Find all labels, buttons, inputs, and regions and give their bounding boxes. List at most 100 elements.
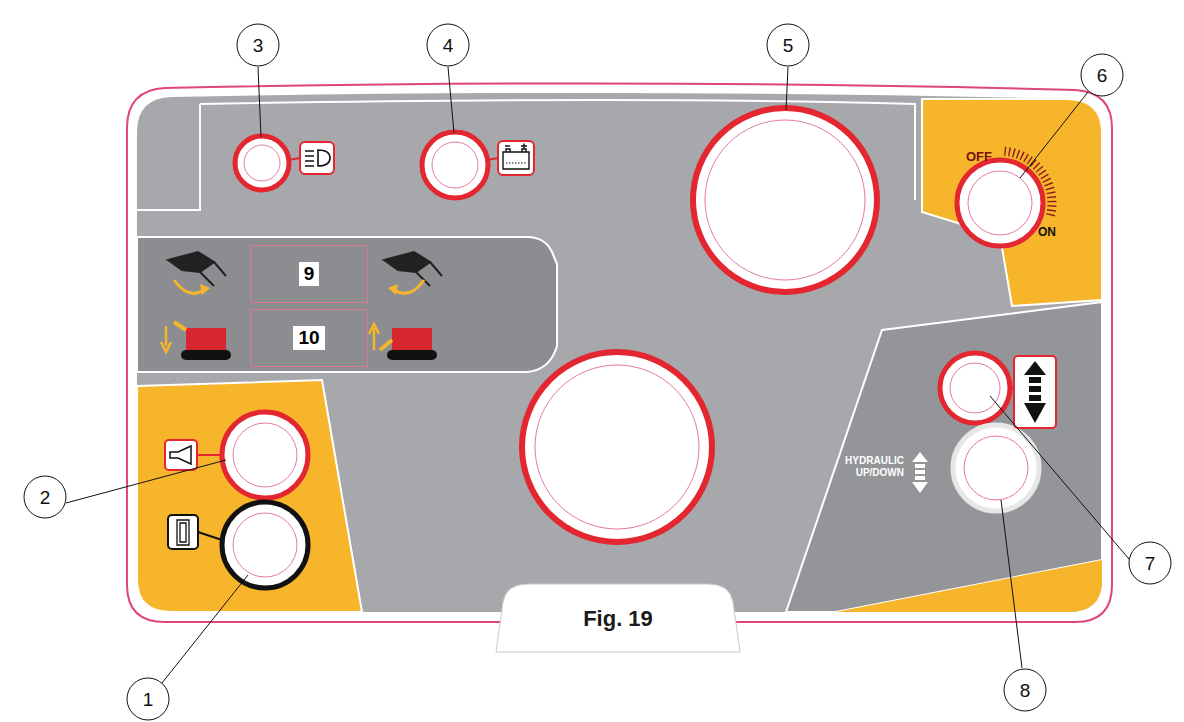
panel-outline <box>127 83 1112 622</box>
node-texts: 7 <box>1128 541 1172 585</box>
yellow-zone <box>137 380 362 612</box>
callout-number: 1 <box>143 690 154 709</box>
callout-number: 8 <box>1020 681 1031 700</box>
motion-arrow <box>161 326 171 352</box>
function-code: 9 <box>299 262 320 287</box>
machine-arm <box>174 322 186 330</box>
node-texts: 10 <box>251 310 367 366</box>
node-texts: 4 <box>426 23 470 67</box>
callout-circle: 6 <box>1080 53 1124 97</box>
leader-line <box>990 396 1129 559</box>
machine-arm <box>380 340 392 350</box>
leader-line <box>258 67 261 137</box>
rotation-arrow <box>394 280 424 293</box>
yellow-zone <box>836 560 1102 612</box>
button-face <box>705 120 865 280</box>
battery-symbol <box>506 163 526 164</box>
rotation-arrow <box>388 284 398 295</box>
machine-pictogram <box>387 350 437 360</box>
button-face <box>950 363 1000 413</box>
button-face <box>535 365 699 529</box>
leader-line <box>66 460 226 503</box>
symbol-link <box>197 454 222 456</box>
grapple-pictogram <box>168 252 226 286</box>
button-face <box>432 142 478 188</box>
callout-outline <box>767 24 809 66</box>
battery-symbol <box>498 141 534 175</box>
node-texts: 2 <box>23 475 67 519</box>
callout-outline <box>127 678 169 720</box>
callout-outline <box>1129 542 1171 584</box>
button-ring <box>235 136 289 190</box>
node-texts: 3 <box>236 23 280 67</box>
switch-position-label: OFF <box>966 150 1006 165</box>
callout-circle: 2 <box>23 475 67 519</box>
callout-number: 6 <box>1097 66 1108 85</box>
callout-outline <box>24 476 66 518</box>
horn-symbol <box>165 440 197 470</box>
leader-line <box>162 575 248 683</box>
node-texts: 6 <box>1080 53 1124 97</box>
button-face <box>233 513 297 577</box>
motion-arrow <box>369 324 379 350</box>
yellow-zone <box>922 99 1102 306</box>
button-ring <box>422 132 488 198</box>
rotation-arrow <box>200 284 210 295</box>
callout-number: 5 <box>783 36 794 55</box>
callout-outline <box>237 24 279 66</box>
button-face <box>233 423 297 487</box>
chain-symbol <box>177 520 189 545</box>
function-code-box: 10 <box>250 309 368 367</box>
arrow-symbol <box>912 452 928 493</box>
machine-pictogram <box>181 350 231 360</box>
chain-symbol <box>168 515 198 549</box>
callout-outline <box>427 24 469 66</box>
callout-circle: 1 <box>126 677 170 721</box>
machine-pictogram <box>186 328 226 350</box>
callout-number: 7 <box>1145 554 1156 573</box>
button-ring <box>222 412 308 498</box>
battery-symbol <box>503 144 529 170</box>
button-face <box>968 171 1032 235</box>
callout-circle: 7 <box>1128 541 1172 585</box>
caption-tab <box>496 584 740 652</box>
symbol-link <box>198 532 222 540</box>
callout-circle: 4 <box>426 23 470 67</box>
machine-pictogram <box>392 328 432 350</box>
function-code-box: 9 <box>250 245 368 303</box>
leader-line <box>1001 500 1022 668</box>
node-texts: 5 <box>766 23 810 67</box>
callout-circle: 5 <box>766 23 810 67</box>
button-ring <box>940 353 1010 423</box>
node-texts: 9 <box>251 246 367 302</box>
grapple-pictogram <box>384 252 442 286</box>
control-label: HYDRAULIC UP/DOWN <box>822 455 904 478</box>
callout-outline <box>1081 54 1123 96</box>
arrow-symbol <box>1024 361 1046 423</box>
panel-frame-line <box>137 104 200 210</box>
leader-lines <box>66 67 1129 683</box>
button <box>222 108 1043 588</box>
node-texts: 1 <box>126 677 170 721</box>
callout-number: 3 <box>253 36 264 55</box>
callout-number: 2 <box>40 488 51 507</box>
function-code: 10 <box>293 326 324 351</box>
node-texts: 8 <box>1003 668 1047 712</box>
symbol-link <box>488 158 498 160</box>
figure-caption: Fig. 19 <box>498 606 738 632</box>
leader-line <box>448 67 454 133</box>
dark-zone <box>137 237 557 372</box>
rotation-arrow <box>174 280 204 293</box>
leader-line <box>1020 92 1088 178</box>
horn-symbol <box>170 446 191 464</box>
callout-circle: 3 <box>236 23 280 67</box>
callout-outline <box>1004 669 1046 711</box>
headlight-symbol <box>300 142 334 174</box>
button-ring <box>957 160 1043 246</box>
switch-position-label: ON <box>1038 226 1068 240</box>
button-face <box>244 145 280 181</box>
callout-number: 4 <box>443 36 454 55</box>
